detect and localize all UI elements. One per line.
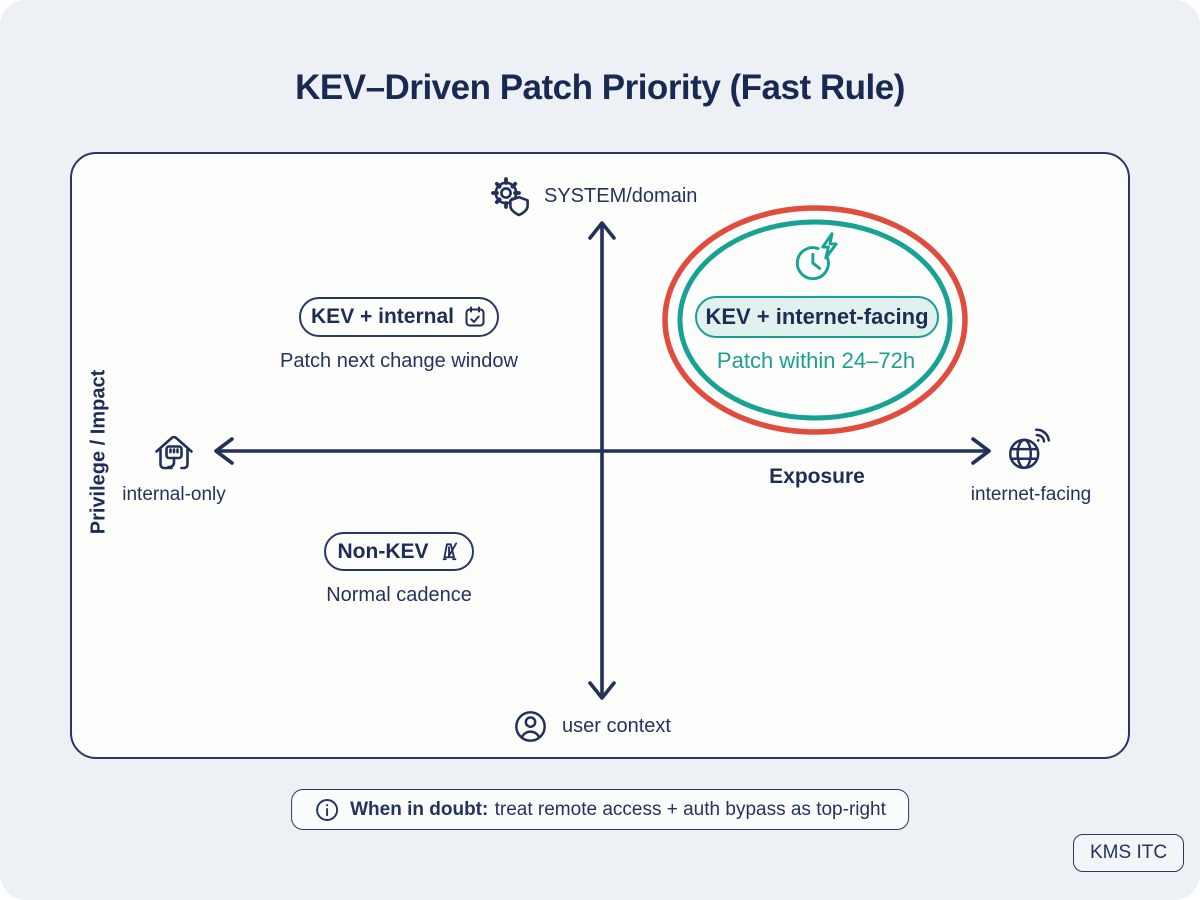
x-axis-arrow-left-icon <box>214 437 234 465</box>
badge-kev-internet-facing-label: KEV + internet-facing <box>705 304 929 329</box>
user-icon <box>509 705 552 748</box>
watermark-badge: KMS ITC <box>1073 834 1185 872</box>
axis-left-label: internal-only <box>122 484 226 505</box>
house-ethernet-icon <box>148 427 200 479</box>
info-icon <box>314 797 340 823</box>
badge-kev-internal: KEV + internal <box>299 297 499 337</box>
footnote-rest: treat remote access + auth bypass as top… <box>494 798 886 820</box>
caption-kev-internet-facing: Patch within 24–72h <box>716 348 916 373</box>
badge-non-kev-label: Non-KEV <box>337 539 429 563</box>
footnote-lead: When in doubt: <box>350 798 489 820</box>
axes <box>214 221 991 700</box>
y-axis-arrow-down-icon <box>588 681 616 700</box>
clock-lightning-icon <box>788 230 846 288</box>
gear-shield-icon <box>486 172 534 220</box>
caption-kev-internal: Patch next change window <box>280 350 518 372</box>
badge-non-kev: Non-KEV <box>324 532 474 571</box>
footnote-pill: When in doubt: treat remote access + aut… <box>291 789 909 830</box>
page-title: KEV–Driven Patch Priority (Fast Rule) <box>295 68 905 107</box>
axis-top-label: SYSTEM/domain <box>544 184 698 207</box>
axis-bottom-pole: user context <box>509 705 671 748</box>
axis-top-pole: SYSTEM/domain <box>486 172 697 220</box>
quadrant-panel: Privilege / Impact SYSTEM/domain KEV + i… <box>70 152 1130 759</box>
caption-non-kev: Normal cadence <box>326 584 472 606</box>
footnote-text: When in doubt: treat remote access + aut… <box>350 799 886 821</box>
axis-right-label: internet-facing <box>970 484 1092 505</box>
badge-kev-internet-facing: KEV + internet-facing <box>695 296 939 338</box>
x-axis-arrow-right-icon <box>971 437 991 465</box>
x-axis-label: Exposure <box>769 465 865 488</box>
calendar-check-icon <box>463 305 487 329</box>
axis-bottom-label: user context <box>562 715 671 737</box>
badge-kev-internal-label: KEV + internal <box>311 305 454 328</box>
highlight-ellipse <box>662 205 968 435</box>
y-axis-arrow-up-icon <box>588 221 616 240</box>
y-axis-label: Privilege / Impact <box>87 369 110 535</box>
metronome-icon <box>438 540 461 563</box>
globe-signal-icon <box>1003 424 1057 478</box>
